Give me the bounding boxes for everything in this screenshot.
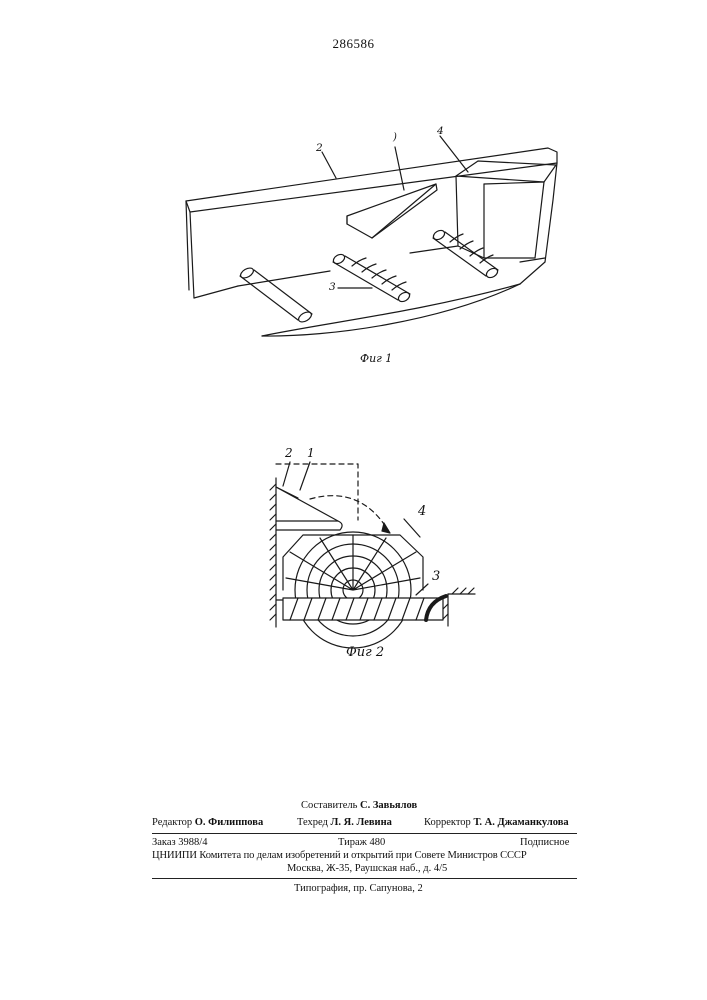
fig2-label-3: 3 (432, 570, 440, 583)
divider-bottom (152, 878, 577, 879)
techred-line: Техред Л. Я. Левина (297, 818, 392, 829)
fig2-caption: Фиг 2 (346, 646, 384, 659)
corrector-name: Т. А. Джаманкулова (473, 817, 568, 828)
divider-top (152, 833, 577, 834)
editor-role: Редактор (152, 817, 192, 828)
compiler-line: Составитель С. Завьялов (301, 801, 417, 812)
editor-name: О. Филиппова (195, 817, 263, 828)
fig2-log-part-4 (283, 519, 423, 648)
fig2-arrow-head (382, 523, 390, 533)
printer: Типография, пр. Сапунова, 2 (294, 884, 423, 895)
address: Москва, Ж-35, Раушская наб., д. 4/5 (287, 864, 447, 875)
corrector-line: Корректор Т. А. Джаманкулова (424, 818, 569, 829)
fig2-label-2: 2 (285, 447, 293, 459)
fig2-label-1: 1 (307, 447, 315, 459)
techred-name: Л. Я. Левина (331, 817, 392, 828)
corrector-role: Корректор (424, 817, 471, 828)
fig2-dashed-outline (276, 464, 388, 530)
fig2-wedge-part-1 (276, 487, 342, 530)
fig2-label-4: 4 (418, 505, 426, 518)
fig2-roller-part-3 (276, 584, 446, 620)
circulation: Тираж 480 (338, 838, 385, 849)
subscription: Подписное (520, 838, 569, 849)
techred-role: Техред (297, 817, 328, 828)
editor-line: Редактор О. Филиппова (152, 818, 263, 829)
institute: ЦНИИПИ Комитета по делам изобретений и о… (152, 851, 577, 862)
order-number: Заказ 3988/4 (152, 838, 207, 849)
fig2-leaders (283, 462, 310, 490)
compiler-role: Составитель (301, 800, 357, 811)
compiler-name: С. Завьялов (360, 800, 417, 811)
